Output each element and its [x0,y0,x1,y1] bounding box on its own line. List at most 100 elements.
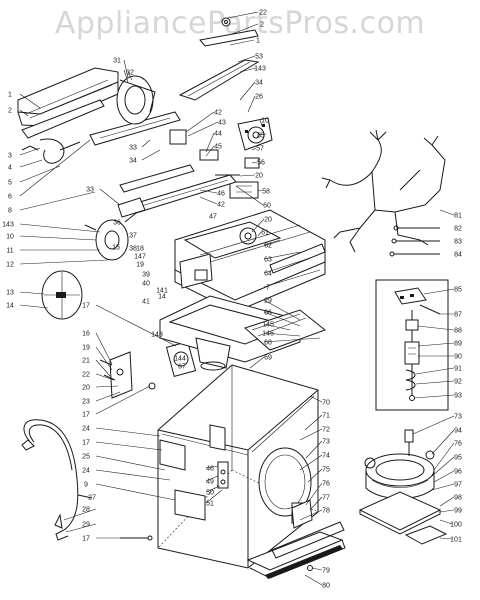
part-number-label: 7 [266,285,270,292]
part-number-label: 85 [454,287,462,294]
part-number-label: 33 [86,187,94,194]
part-number-label: 100 [450,522,462,529]
part-number-label: 83 [454,239,462,246]
cabinet-frame [157,364,346,579]
part-number-label: 14 [158,294,166,301]
part-number-label: 16 [82,331,90,338]
part-number-label: 42 [217,202,225,209]
part-number-label: 60 [263,203,271,210]
part-number-label: 68 [264,340,272,347]
part-number-label: 2 [260,22,264,29]
part-number-label: 73 [454,414,462,421]
part-number-label: 23 [82,399,90,406]
part-number-label: 22 [259,10,267,17]
part-number-label: 72 [322,427,330,434]
part-number-label: 43 [218,120,226,127]
part-number-label: 143 [2,222,14,229]
part-number-label: 10 [6,234,14,241]
part-number-label: 46 [206,466,214,473]
part-number-label: 17 [82,412,90,419]
part-number-label: 66 [264,310,272,317]
part-number-label: 76 [454,441,462,448]
part-number-label: 97 [454,482,462,489]
part-number-label: 46 [217,191,225,198]
part-number-label: 58 [262,189,270,196]
part-number-label: 31 [113,58,121,65]
leader-lines [19,11,455,586]
part-number-label: 15 [112,245,120,252]
part-number-callouts: 2221531433426103557562058603231424344454… [2,10,462,590]
part-number-label: 39 [142,272,150,279]
part-number-label: 62 [264,243,272,250]
part-number-label: 147 [134,254,146,261]
part-number-label: 9 [84,482,88,489]
part-number-label: 11 [6,248,13,255]
part-number-label: 95 [454,455,462,462]
top-panel-assembly [17,17,273,399]
part-number-label: 10 [261,118,269,125]
part-number-label: 17 [82,303,90,310]
transmission-base [358,429,448,545]
part-number-label: 71 [322,413,330,420]
part-number-label: 143 [151,332,163,339]
part-number-label: 1 [256,38,260,45]
part-number-label: 69 [264,355,272,362]
part-number-label: 77 [322,495,330,502]
part-number-label: 24 [82,426,90,433]
part-number-label: 20 [264,217,272,224]
part-number-label: 67 [178,364,186,371]
part-number-label: 63 [264,257,272,264]
part-number-label: 22 [82,372,90,379]
part-number-label: 28 [82,507,90,514]
part-number-label: 75 [322,467,330,474]
part-number-label: 4 [8,165,12,172]
part-number-label: 5 [8,180,12,187]
power-cord [21,419,153,541]
part-number-label: 73 [322,439,330,446]
part-number-label: 51 [206,501,214,508]
part-number-label: 8 [8,208,12,215]
part-number-label: 20 [82,385,90,392]
part-number-label: 19 [136,262,144,269]
part-number-label: 78 [322,508,330,515]
part-number-label: 38 [129,246,137,253]
inset-switch-box [375,279,449,411]
part-number-label: 141 [156,288,168,295]
part-number-label: 96 [454,469,462,476]
part-number-label: 24 [82,468,90,475]
part-number-label: 17 [82,536,90,543]
part-number-label: 49 [206,479,214,486]
part-number-label: 34 [255,80,263,87]
part-number-label: 92 [454,379,462,386]
part-number-label: 42 [214,110,222,117]
part-number-label: 1 [8,92,12,99]
part-number-label: 41 [142,299,150,306]
part-number-label: 90 [454,354,462,361]
part-number-label: 99 [454,508,462,515]
part-number-label: 61 [261,230,269,237]
part-number-label: 82 [454,226,462,233]
part-number-label: 2 [8,108,12,115]
part-number-label: 145 [262,322,274,329]
part-number-label: 74 [322,453,330,460]
part-number-label: 34 [129,158,137,165]
part-number-label: 36 [113,220,121,227]
part-number-label: 47 [209,214,217,221]
part-number-label: 64 [264,271,272,278]
part-number-label: 35 [257,133,265,140]
part-number-label: 79 [322,568,330,575]
part-number-label: 17 [82,440,90,447]
part-number-label: 18 [136,246,144,253]
part-number-label: 13 [6,290,14,297]
part-number-label: 57 [256,146,264,153]
part-number-label: 29 [82,522,90,529]
part-number-label: 101 [450,537,462,544]
part-number-label: 45 [214,144,222,151]
part-number-label: 3 [8,153,12,160]
part-number-label: 88 [454,328,462,335]
part-number-label: 32 [126,70,134,77]
part-number-label: 6 [8,194,12,201]
part-number-label: 25 [82,454,90,461]
